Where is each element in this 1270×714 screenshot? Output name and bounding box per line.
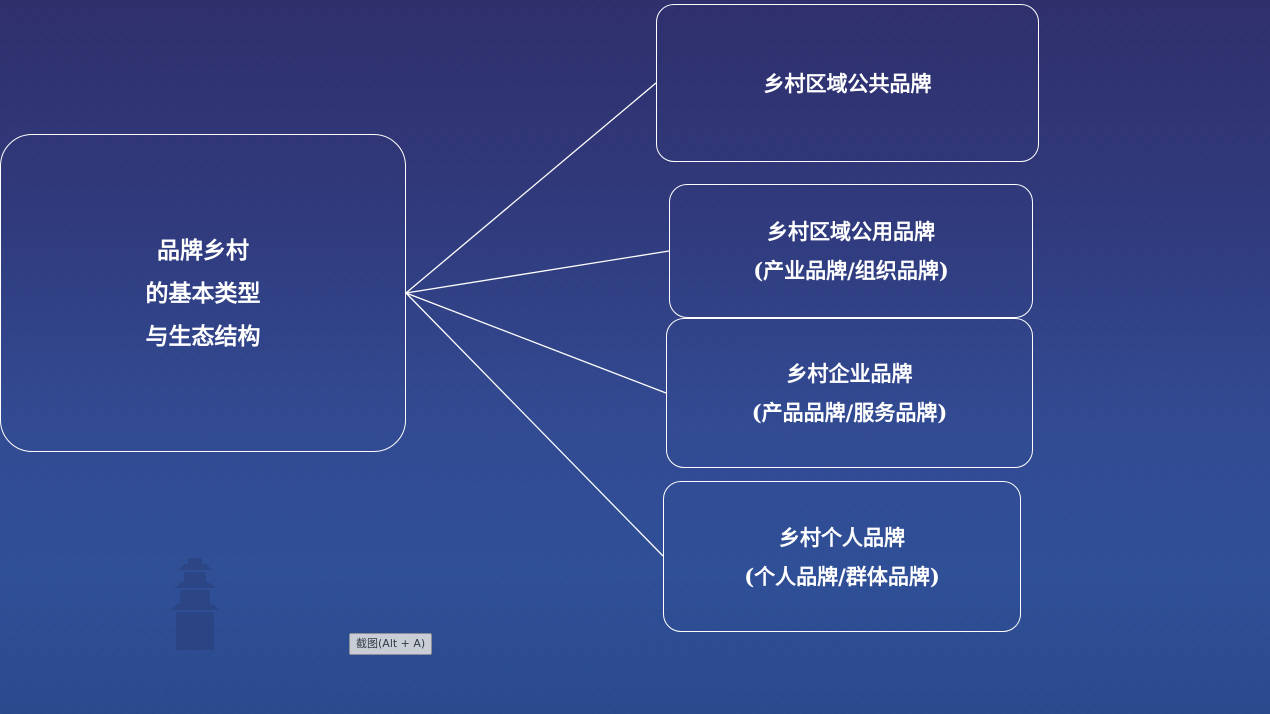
center-node-line-1: 品牌乡村	[157, 236, 249, 264]
branch-node-regional-shared-brand: 乡村区域公用品牌 (产业品牌/组织品牌)	[669, 184, 1033, 318]
branch-node-3-line-2: (产品品牌/服务品牌)	[751, 400, 948, 425]
connector-line-1	[405, 82, 657, 294]
branch-node-4-line-2: (个人品牌/群体品牌)	[744, 563, 940, 589]
branch-node-3-line-1: 乡村企业品牌	[786, 361, 913, 386]
branch-node-2-line-2: (产业品牌/组织品牌)	[753, 258, 949, 283]
branch-node-4-line-1: 乡村个人品牌	[779, 524, 905, 550]
connector-line-2	[405, 250, 670, 294]
screenshot-tooltip: 截图(Alt + A)	[349, 633, 433, 655]
connector-line-3	[405, 292, 667, 394]
center-node: 品牌乡村 的基本类型 与生态结构	[0, 134, 406, 452]
branch-node-2-line-1: 乡村区域公用品牌	[767, 219, 935, 244]
branch-node-personal-brand: 乡村个人品牌 (个人品牌/群体品牌)	[663, 481, 1021, 632]
branch-node-1-line-1: 乡村区域公共品牌	[763, 70, 932, 96]
center-node-line-3: 与生态结构	[145, 322, 261, 350]
center-node-line-2: 的基本类型	[145, 279, 261, 307]
connector-line-4	[405, 292, 664, 557]
pagoda-silhouette	[170, 558, 220, 650]
branch-node-regional-public-brand: 乡村区域公共品牌	[656, 4, 1039, 162]
branch-node-enterprise-brand: 乡村企业品牌 (产品品牌/服务品牌)	[666, 318, 1033, 468]
